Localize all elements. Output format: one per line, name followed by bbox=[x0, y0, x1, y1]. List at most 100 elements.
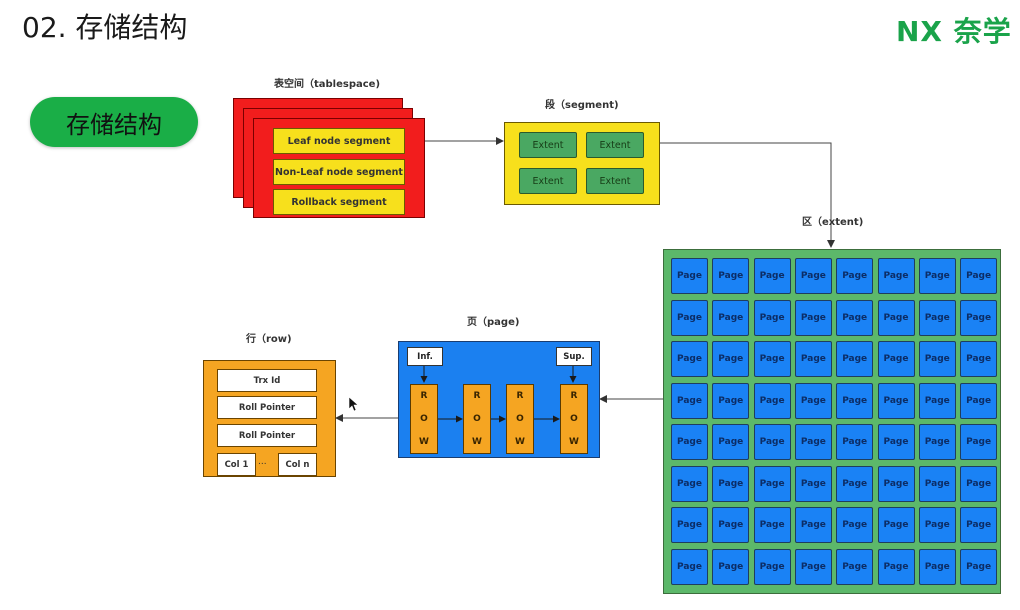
page-item: Page bbox=[753, 299, 791, 336]
row-field-roll-pointer: Roll Pointer bbox=[217, 396, 317, 419]
extent-label: 区（extent) bbox=[802, 217, 864, 228]
page-item: Page bbox=[671, 507, 708, 543]
page-item: Page bbox=[712, 548, 750, 585]
page-item: Page bbox=[918, 548, 956, 585]
page-item: Page bbox=[794, 548, 832, 585]
page-item: Page bbox=[712, 258, 750, 294]
row-field-col-last: Col n bbox=[278, 453, 317, 476]
row-letter: W bbox=[419, 436, 429, 447]
row-letter: O bbox=[570, 413, 578, 424]
page-item: Page bbox=[960, 341, 998, 377]
extent-item: Extent bbox=[519, 168, 577, 194]
page-item: Page bbox=[836, 341, 874, 377]
page-item: Page bbox=[960, 258, 998, 294]
page-item: Page bbox=[753, 382, 791, 419]
row-field-roll-pointer: Roll Pointer bbox=[217, 424, 317, 447]
page-item: Page bbox=[918, 299, 956, 336]
page-item: Page bbox=[877, 258, 915, 294]
row-letter: W bbox=[472, 436, 482, 447]
page-item: Page bbox=[753, 465, 791, 502]
page-item: Page bbox=[960, 382, 998, 419]
page-item: Page bbox=[671, 465, 708, 502]
page-label: 页（page) bbox=[467, 317, 520, 328]
page-item: Page bbox=[918, 507, 956, 543]
row-letter: W bbox=[515, 436, 525, 447]
page-item: Page bbox=[918, 341, 956, 377]
page-item: Page bbox=[753, 507, 791, 543]
page-item: Page bbox=[671, 299, 708, 336]
page-item: Page bbox=[960, 465, 998, 502]
page-item: Page bbox=[794, 507, 832, 543]
page-item: Page bbox=[671, 258, 708, 294]
page-item: Page bbox=[877, 382, 915, 419]
segment-non-leaf-node: Non-Leaf node segment bbox=[273, 159, 405, 185]
page-inner-arrows bbox=[420, 366, 577, 423]
page-item: Page bbox=[836, 299, 874, 336]
infimum-record: Inf. bbox=[407, 347, 443, 366]
page-item: Page bbox=[877, 299, 915, 336]
segment-leaf-node: Leaf node segment bbox=[273, 128, 405, 154]
page-item: Page bbox=[794, 424, 832, 460]
section-pill: 存储结构 bbox=[30, 97, 198, 147]
page-item: Page bbox=[712, 424, 750, 460]
row-letter: O bbox=[420, 413, 428, 424]
row-box: Trx Id Roll Pointer Roll Pointer Col 1 .… bbox=[203, 360, 336, 477]
segment-rollback: Rollback segment bbox=[273, 189, 405, 215]
page-item: Page bbox=[712, 465, 750, 502]
page-item: Page bbox=[918, 382, 956, 419]
page-item: Page bbox=[877, 465, 915, 502]
page-item: Page bbox=[960, 424, 998, 460]
page-item: Page bbox=[753, 548, 791, 585]
page-item: Page bbox=[794, 465, 832, 502]
page-item: Page bbox=[960, 548, 998, 585]
extent-item: Extent bbox=[586, 132, 644, 158]
page-item: Page bbox=[836, 465, 874, 502]
page-item: Page bbox=[671, 548, 708, 585]
page-item: Page bbox=[753, 341, 791, 377]
supremum-record: Sup. bbox=[556, 347, 592, 366]
page-item: Page bbox=[877, 341, 915, 377]
page-item: Page bbox=[794, 299, 832, 336]
row-letter: R bbox=[570, 391, 578, 402]
page-item: Page bbox=[753, 258, 791, 294]
page-item: Page bbox=[712, 507, 750, 543]
page-item: Page bbox=[671, 382, 708, 419]
row-letter: W bbox=[569, 436, 579, 447]
page-item: Page bbox=[836, 507, 874, 543]
page-item: Page bbox=[753, 424, 791, 460]
page-item: Page bbox=[712, 341, 750, 377]
page-item: Page bbox=[918, 465, 956, 502]
page-item: Page bbox=[877, 507, 915, 543]
mouse-cursor-icon bbox=[348, 396, 359, 412]
page-item: Page bbox=[836, 382, 874, 419]
page-item: Page bbox=[836, 424, 874, 460]
brand-logo: NX 奈学 bbox=[896, 15, 1012, 48]
page-item: Page bbox=[712, 299, 750, 336]
segment-box: Extent Extent Extent Extent bbox=[504, 122, 660, 205]
page-item: Page bbox=[836, 258, 874, 294]
page-item: Page bbox=[960, 507, 998, 543]
page-item: Page bbox=[918, 424, 956, 460]
row-letter: R bbox=[473, 391, 481, 402]
row-field-ellipsis: ... bbox=[258, 457, 267, 467]
page-item: Page bbox=[671, 341, 708, 377]
page-item: Page bbox=[794, 341, 832, 377]
page-item: Page bbox=[794, 258, 832, 294]
segment-label: 段（segment) bbox=[545, 100, 619, 111]
page-item: Page bbox=[877, 548, 915, 585]
row-letter: R bbox=[420, 391, 428, 402]
row-field-col-first: Col 1 bbox=[217, 453, 256, 476]
page-item: Page bbox=[712, 382, 750, 419]
row-letter: R bbox=[516, 391, 524, 402]
page-item: Page bbox=[877, 424, 915, 460]
page-item: Page bbox=[918, 258, 956, 294]
arrow-segment-to-extent bbox=[646, 142, 835, 248]
row-letter: O bbox=[473, 413, 481, 424]
page-item: Page bbox=[794, 382, 832, 419]
